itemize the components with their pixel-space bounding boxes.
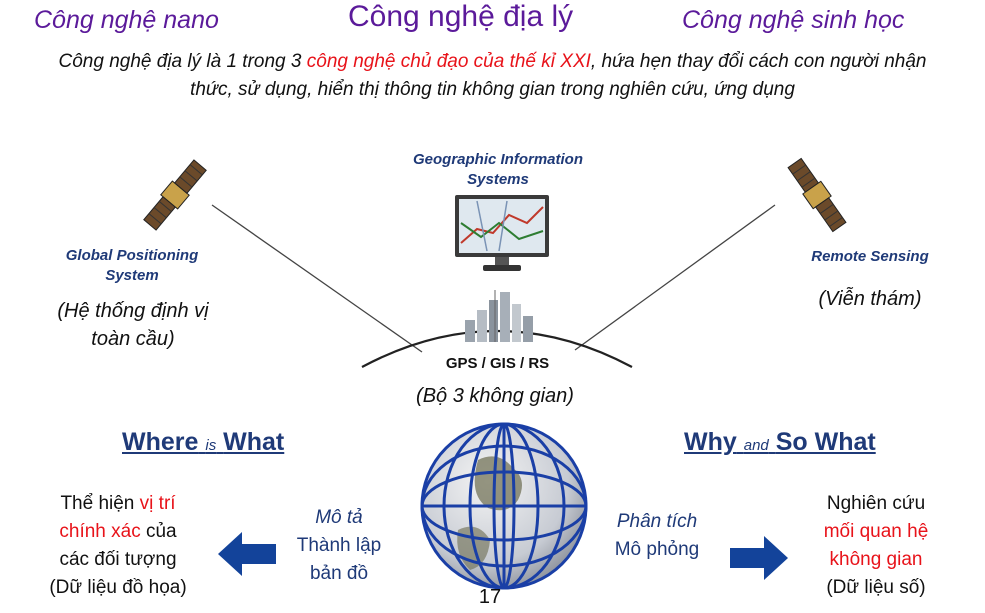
left-action: Mô tả Thành lập bản đồ <box>272 504 406 588</box>
computer-monitor-icon <box>455 195 549 271</box>
trio-vietnamese: (Bộ 3 không gian) <box>416 385 574 407</box>
intro-highlight: công nghệ chủ đạo của thế kỉ XXI <box>306 51 591 72</box>
satellite-icon <box>143 159 207 231</box>
gis-label-line1: Geographic Information <box>412 151 583 168</box>
gps-vietnamese: (Hệ thống định vị toàn cầu) <box>18 297 248 353</box>
intro-paragraph: Công nghệ địa lý là 1 trong 3 công nghệ … <box>40 48 945 104</box>
rs-vietnamese: (Viễn thám) <box>818 288 922 310</box>
why-and-so-what-heading: Why and So What <box>684 428 876 457</box>
left-desc-highlight: vị trí <box>139 493 176 514</box>
heading-is: is <box>205 437 217 454</box>
right-action: Phân tích Mô phỏng <box>590 508 724 564</box>
gis-label: Geographic Information Systems <box>368 150 628 190</box>
heading-why: Why <box>684 428 737 456</box>
right-desc-highlight: mối quan hệ <box>823 521 929 542</box>
gps-label-line2: System <box>105 267 159 284</box>
arrow-right-icon <box>730 536 788 580</box>
city-skyline-icon <box>465 290 533 342</box>
left-desc-text: Thể hiện <box>60 493 140 514</box>
left-description: Thể hiện vị trí chính xác của các đối tư… <box>18 490 218 602</box>
trio-label: GPS / GIS / RS <box>445 355 550 372</box>
gis-label-line2: Systems <box>467 171 529 188</box>
gps-vn-line2: toàn cầu) <box>91 328 175 350</box>
right-description: Nghiên cứu mối quan hệ không gian (Dữ li… <box>790 490 962 602</box>
intro-text-end: , hứa hẹn thay đổi cách con người nhận t… <box>190 51 927 100</box>
rs-connector-line <box>574 204 776 351</box>
heading-where: Where <box>122 428 199 456</box>
gps-connector-line <box>211 204 423 353</box>
arrow-left-icon <box>218 532 276 576</box>
where-is-what-heading: Where is What <box>122 428 284 457</box>
heading-so-what: So What <box>775 428 876 456</box>
left-desc-text: của <box>140 521 177 542</box>
right-desc-line4: (Dữ liệu số) <box>826 577 926 598</box>
left-desc-line3: các đối tượng <box>59 549 177 570</box>
left-action-line2: Thành lập <box>296 535 382 556</box>
rs-label: Remote Sensing <box>811 248 929 265</box>
intro-text-start: Công nghệ địa lý là 1 trong 3 <box>58 51 307 72</box>
right-desc-highlight: không gian <box>829 549 923 570</box>
gps-label: Global Positioning System <box>22 246 242 286</box>
right-action-line1: Phân tích <box>616 511 698 532</box>
satellite-icon <box>787 157 847 233</box>
header-right-topic: Công nghệ sinh học <box>682 6 905 34</box>
left-action-line1: Mô tả <box>315 507 363 528</box>
right-action-line2: Mô phỏng <box>614 539 700 560</box>
heading-and: and <box>743 437 769 454</box>
page-title: Công nghệ địa lý <box>348 0 574 33</box>
heading-what: What <box>223 428 285 456</box>
right-desc-line1: Nghiên cứu <box>826 493 926 514</box>
left-desc-line4: (Dữ liệu đồ họa) <box>49 577 187 598</box>
gps-label-line1: Global Positioning <box>65 247 199 264</box>
page-number: 17 <box>478 586 502 608</box>
globe-icon <box>420 422 588 590</box>
header-left-topic: Công nghệ nano <box>34 6 219 34</box>
left-desc-highlight: chính xác <box>59 521 141 542</box>
gps-vn-line1: (Hệ thống định vị <box>57 300 209 322</box>
left-action-line3: bản đồ <box>309 563 369 584</box>
